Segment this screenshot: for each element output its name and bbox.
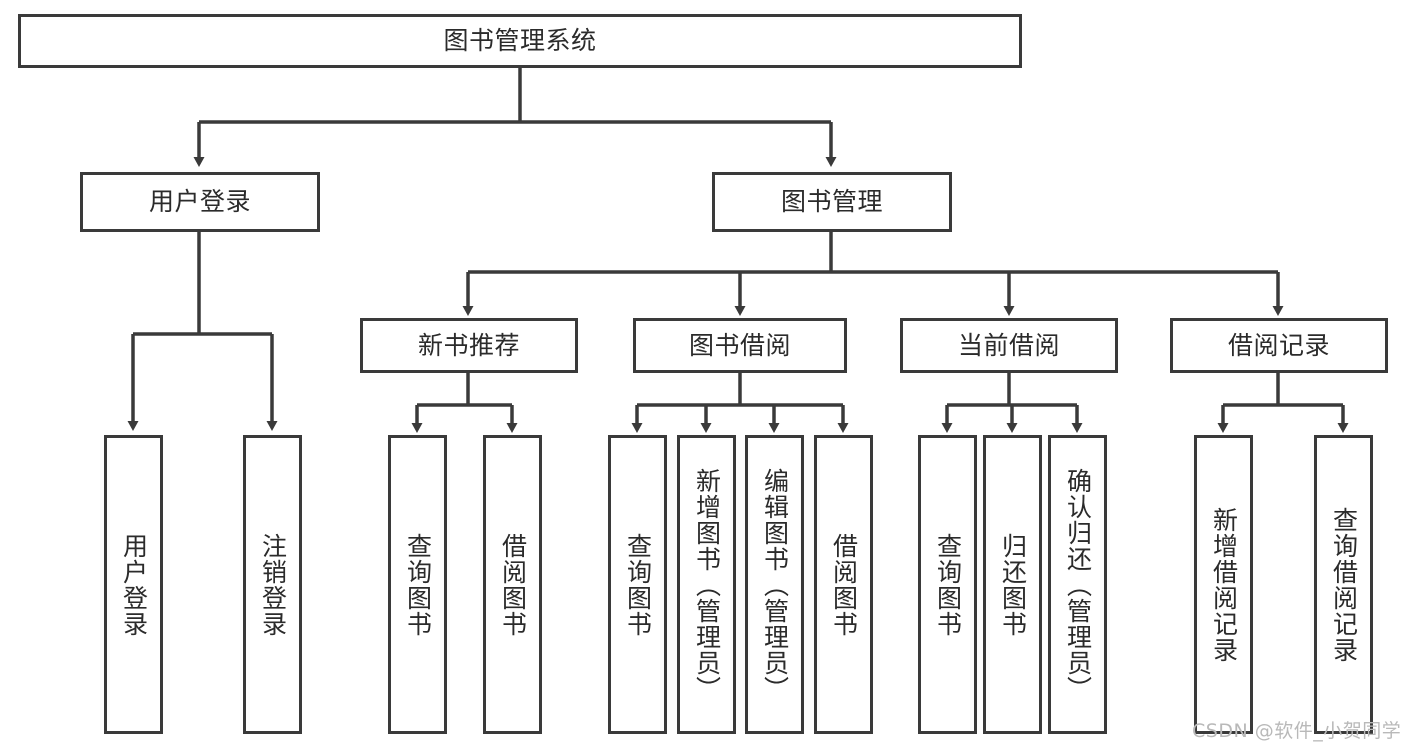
- node-book-management[interactable]: 图书管理: [712, 172, 952, 232]
- node-label: 用户登录: [148, 187, 251, 217]
- node-book-borrow[interactable]: 图书借阅: [633, 318, 847, 373]
- node-label: 新增借阅记录: [1209, 506, 1239, 663]
- node-label: 新书推荐: [417, 330, 520, 360]
- node-new-book-recommend[interactable]: 新书推荐: [360, 318, 578, 373]
- node-label: 图书管理: [780, 187, 883, 217]
- node-label: 归还图书: [998, 532, 1028, 637]
- node-label: 用户登录: [119, 532, 149, 637]
- node-borrow-records[interactable]: 借阅记录: [1170, 318, 1388, 373]
- leaf-query-book-recommend[interactable]: 查询图书: [388, 435, 447, 734]
- leaf-query-book-borrow[interactable]: 查询图书: [608, 435, 667, 734]
- node-label: 注销登录: [258, 532, 288, 637]
- node-label: 借阅图书: [829, 532, 859, 637]
- node-label: 查询图书: [933, 532, 963, 637]
- watermark: CSDN @软件_小贺同学: [1192, 720, 1402, 742]
- leaf-borrow-book[interactable]: 借阅图书: [814, 435, 873, 734]
- node-root[interactable]: 图书管理系统: [18, 14, 1022, 68]
- node-user-login[interactable]: 用户登录: [80, 172, 320, 232]
- node-label: 借阅记录: [1227, 330, 1330, 360]
- leaf-logout[interactable]: 注销登录: [243, 435, 302, 734]
- leaf-add-borrow-record[interactable]: 新增借阅记录: [1194, 435, 1253, 734]
- node-label: 当前借阅: [957, 330, 1060, 360]
- node-label: 图书借阅: [688, 330, 791, 360]
- leaf-user-login[interactable]: 用户登录: [104, 435, 163, 734]
- node-label: 查询图书: [623, 532, 653, 637]
- leaf-query-book-current[interactable]: 查询图书: [918, 435, 977, 734]
- leaf-edit-book-admin[interactable]: 编辑图书（管理员）: [745, 435, 804, 734]
- node-label: 图书管理系统: [443, 26, 597, 56]
- node-current-borrow[interactable]: 当前借阅: [900, 318, 1118, 373]
- leaf-query-borrow-record[interactable]: 查询借阅记录: [1314, 435, 1373, 734]
- node-label: 借阅图书: [498, 532, 528, 637]
- node-label: 查询图书: [403, 532, 433, 637]
- node-label: 新增图书（管理员）: [692, 467, 722, 702]
- node-label: 编辑图书（管理员）: [760, 467, 790, 702]
- leaf-return-book[interactable]: 归还图书: [983, 435, 1042, 734]
- leaf-add-book-admin[interactable]: 新增图书（管理员）: [677, 435, 736, 734]
- node-label: 查询借阅记录: [1329, 506, 1359, 663]
- leaf-borrow-book-recommend[interactable]: 借阅图书: [483, 435, 542, 734]
- node-label: 确认归还（管理员）: [1063, 467, 1093, 702]
- leaf-confirm-return-admin[interactable]: 确认归还（管理员）: [1048, 435, 1107, 734]
